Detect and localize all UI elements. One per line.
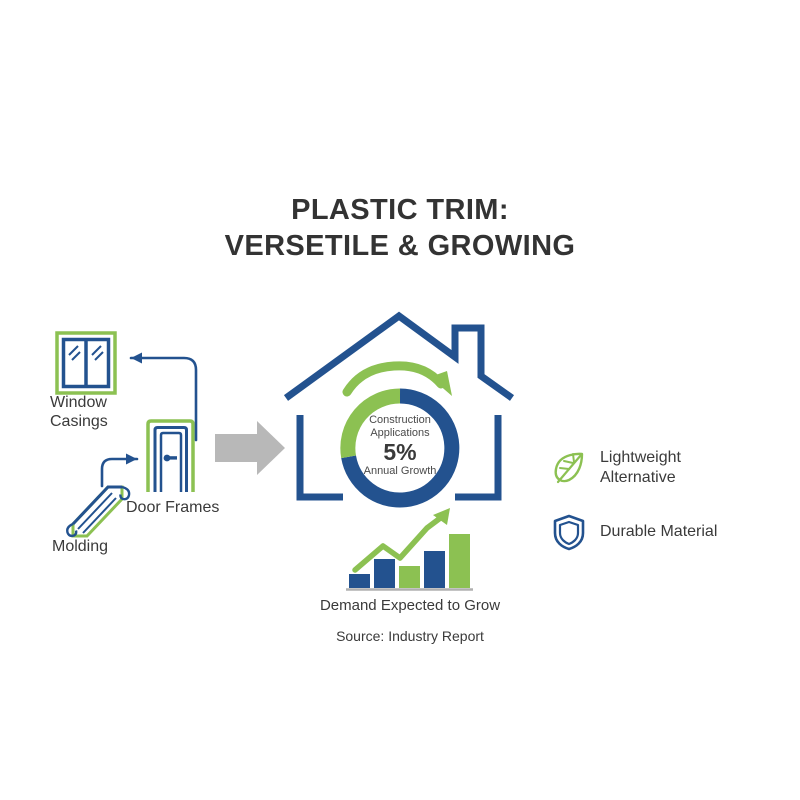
molding-icon bbox=[66, 485, 131, 538]
feature-lightweight-label: Lightweight Alternative bbox=[600, 449, 681, 486]
label-door-frames: Door Frames bbox=[126, 499, 220, 516]
bar-2 bbox=[374, 559, 395, 588]
bar-chart bbox=[346, 508, 473, 591]
page-title: PLASTIC TRIM: VERSETILE & GROWING bbox=[0, 192, 800, 264]
green-curved-arrow-icon bbox=[342, 361, 452, 397]
title-line-2: VERSETILE & GROWING bbox=[224, 230, 576, 262]
donut-percent: 5% bbox=[383, 439, 417, 465]
leaf-icon bbox=[554, 452, 584, 484]
donut-label-line2: Applications bbox=[370, 427, 430, 439]
bar-3 bbox=[399, 566, 420, 588]
bar-5 bbox=[449, 534, 470, 588]
door-icon bbox=[146, 419, 195, 492]
donut-center-text: Construction Applications 5% Annual Grow… bbox=[352, 414, 448, 478]
feature-durable-label: Durable Material bbox=[600, 523, 718, 540]
caption-source: Source: Industry Report bbox=[336, 628, 484, 644]
caption-demand: Demand Expected to Grow bbox=[319, 597, 501, 614]
feature-lightweight: Lightweight Alternative bbox=[552, 448, 681, 488]
title-line-1: PLASTIC TRIM: bbox=[291, 194, 509, 226]
gray-right-arrow-icon bbox=[215, 421, 285, 475]
label-molding: Molding bbox=[52, 538, 109, 555]
bar-1 bbox=[349, 574, 370, 588]
donut-label-line1: Construction bbox=[369, 414, 431, 426]
label-window-casings: Window Casings bbox=[50, 394, 108, 430]
feature-durable: Durable Material bbox=[552, 513, 717, 551]
shield-icon bbox=[553, 514, 585, 551]
window-icon bbox=[55, 331, 117, 395]
bar-4 bbox=[424, 551, 445, 588]
donut-chart bbox=[340, 388, 460, 508]
house-outline-icon bbox=[283, 311, 515, 501]
donut-label-line3: Annual Growth bbox=[363, 465, 437, 477]
elbow-arrow-up-right-icon bbox=[100, 453, 139, 488]
elbow-arrow-up-left-icon bbox=[129, 352, 198, 442]
